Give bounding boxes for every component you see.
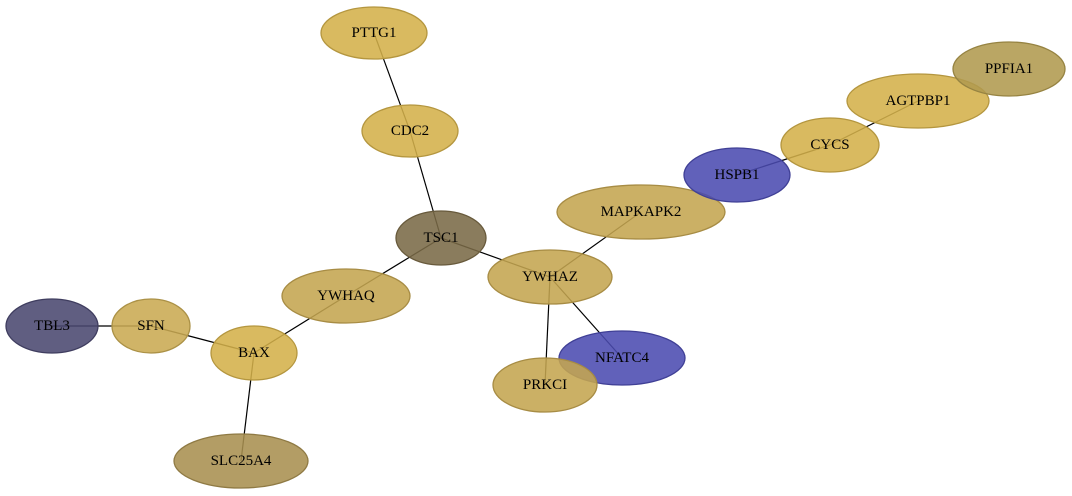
node-hspb1[interactable]: HSPB1 bbox=[683, 147, 791, 203]
node-label: BAX bbox=[238, 345, 270, 361]
node-ellipse bbox=[952, 41, 1066, 97]
node-ellipse bbox=[683, 147, 791, 203]
node-ellipse bbox=[492, 357, 598, 413]
node-ywhaz[interactable]: YWHAZ bbox=[487, 249, 613, 305]
node-ellipse bbox=[846, 73, 990, 129]
node-ellipse bbox=[320, 6, 428, 60]
node-label: YWHAZ bbox=[522, 269, 578, 285]
node-label: HSPB1 bbox=[714, 167, 759, 183]
node-cycs[interactable]: CYCS bbox=[780, 117, 880, 173]
node-label: CYCS bbox=[810, 137, 849, 153]
node-slc25a4[interactable]: SLC25A4 bbox=[173, 433, 309, 489]
node-label: TBL3 bbox=[34, 318, 70, 334]
node-ellipse bbox=[5, 298, 99, 354]
node-ellipse bbox=[556, 184, 726, 240]
node-tbl3[interactable]: TBL3 bbox=[5, 298, 99, 354]
node-ellipse bbox=[361, 104, 459, 158]
edges-layer bbox=[52, 32, 919, 462]
node-label: PRKCI bbox=[523, 377, 567, 393]
node-label: CDC2 bbox=[391, 123, 429, 139]
node-label: PPFIA1 bbox=[985, 61, 1033, 77]
node-ellipse bbox=[210, 325, 298, 381]
node-ellipse bbox=[780, 117, 880, 173]
node-sfn[interactable]: SFN bbox=[111, 298, 191, 354]
node-prkci[interactable]: PRKCI bbox=[492, 357, 598, 413]
node-agtpbp1[interactable]: AGTPBP1 bbox=[846, 73, 990, 129]
node-ywhaq[interactable]: YWHAQ bbox=[281, 268, 411, 324]
node-ellipse bbox=[111, 298, 191, 354]
node-label: SLC25A4 bbox=[211, 453, 272, 469]
node-ellipse bbox=[173, 433, 309, 489]
node-label: TSC1 bbox=[423, 230, 458, 246]
node-label: NFATC4 bbox=[595, 350, 649, 366]
node-ppfia1[interactable]: PPFIA1 bbox=[952, 41, 1066, 97]
node-ellipse bbox=[281, 268, 411, 324]
node-ellipse bbox=[395, 210, 487, 266]
node-ellipse bbox=[487, 249, 613, 305]
node-label: PTTG1 bbox=[352, 25, 397, 41]
node-bax[interactable]: BAX bbox=[210, 325, 298, 381]
node-pttg1[interactable]: PTTG1 bbox=[320, 6, 428, 60]
node-label: MAPKAPK2 bbox=[601, 204, 682, 220]
node-label: SFN bbox=[137, 318, 165, 334]
node-cdc2[interactable]: CDC2 bbox=[361, 104, 459, 158]
node-label: AGTPBP1 bbox=[885, 93, 950, 109]
node-tsc1[interactable]: TSC1 bbox=[395, 210, 487, 266]
node-mapkapk2[interactable]: MAPKAPK2 bbox=[556, 184, 726, 240]
node-label: YWHAQ bbox=[317, 288, 375, 304]
